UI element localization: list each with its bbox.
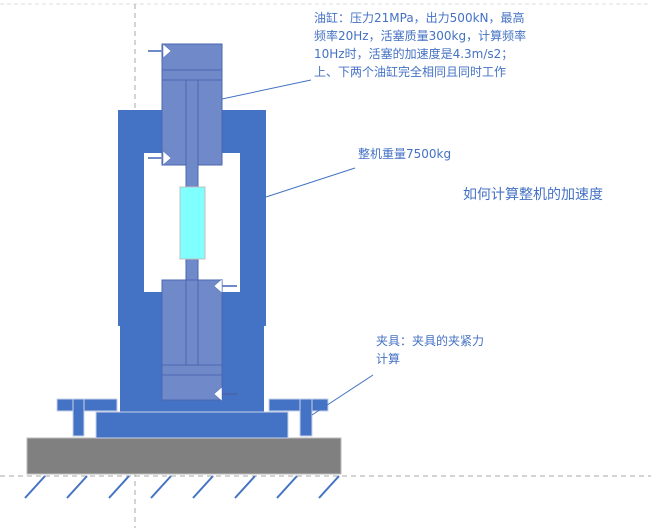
ground-foundation [26,437,342,475]
machine-weight-note: 整机重量7500kg [358,147,452,161]
lower-cylinder [161,279,223,401]
cylinder-note: 油缸：压力21MPa，出力500kN，最高频率20Hz，活塞质量300kg，计算… [314,11,527,79]
oil-port-arrows [148,43,237,402]
machine-frame [118,110,266,412]
clamp-note: 夹具：夹具的夹紧力计算 [376,334,485,366]
leader-line-cylinder [221,79,312,100]
right-clamp [268,398,329,437]
left-clamp [56,398,118,437]
ground-hatch [24,475,340,499]
upper-cylinder [161,43,223,281]
test-specimen [179,186,206,260]
leader-line-machine [265,167,356,198]
leader-line-clamp [311,374,374,416]
base-plate [95,411,289,439]
question-text: 如何计算整机的加速度 [463,187,603,203]
